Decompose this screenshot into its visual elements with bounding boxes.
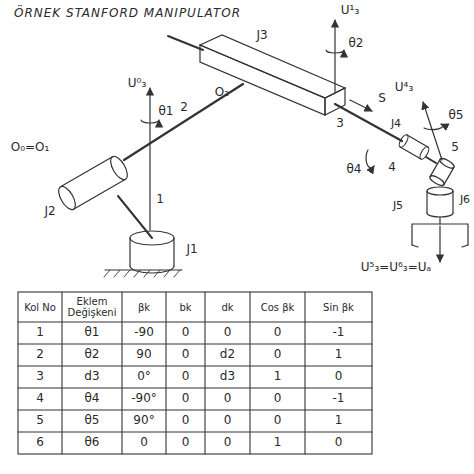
- table-cell: 0: [224, 326, 232, 339]
- figure-label: J2: [44, 205, 55, 218]
- figure-label: 4: [388, 161, 396, 174]
- figure-label: S: [378, 92, 386, 105]
- figure-label: 3: [336, 117, 344, 130]
- table-cell: -90°: [131, 392, 157, 405]
- figure-label: J4: [391, 118, 401, 130]
- figure-label: 2: [180, 101, 188, 114]
- figure-label: U⁴₃: [395, 81, 413, 94]
- figure-label: J6: [460, 194, 470, 206]
- table-cell: -90: [134, 326, 154, 339]
- table-cell: 1: [335, 414, 343, 427]
- table-cell: 2: [36, 348, 44, 361]
- figure-label: θ5: [449, 109, 464, 122]
- table-cell: θ1: [85, 326, 100, 339]
- table-cell: θ2: [85, 348, 100, 361]
- table-cell: 4: [36, 392, 44, 405]
- table-header: Sin βk: [307, 302, 370, 313]
- figure-label: 5: [451, 141, 459, 154]
- table-cell: 6: [36, 436, 44, 449]
- table-cell: 0: [182, 414, 190, 427]
- table-cell: -1: [333, 392, 345, 405]
- figure-label: θ1: [159, 105, 174, 118]
- table-cell: 0: [274, 326, 282, 339]
- table-cell: 0: [224, 414, 232, 427]
- table-cell: 1: [274, 436, 282, 449]
- figure-label: θ4: [347, 163, 362, 176]
- table-cell: 0: [274, 414, 282, 427]
- table-cell: 1: [36, 326, 44, 339]
- table-cell: 5: [36, 414, 44, 427]
- figure-label: J1: [186, 243, 197, 256]
- table-header: dk: [207, 302, 248, 313]
- figure-label: U⁵₃=U⁶₃=Uₐ: [361, 261, 431, 274]
- table-header: bk: [168, 302, 203, 313]
- table-cell: 0: [182, 436, 190, 449]
- table-header: Kol No: [20, 302, 60, 313]
- table-cell: 0: [140, 436, 148, 449]
- table-cell: 90°: [133, 414, 154, 427]
- table-cell: θ5: [85, 414, 100, 427]
- table-cell: 1: [335, 348, 343, 361]
- figure-label: J5: [393, 200, 403, 212]
- table-cell: 0°: [137, 370, 151, 383]
- figure-label: U⁰₃: [128, 77, 146, 90]
- table-cell: d3: [84, 370, 99, 383]
- table-cell: d3: [220, 370, 235, 383]
- table-cell: -1: [333, 326, 345, 339]
- title: ÖRNEK STANFORD MANIPULATOR: [14, 6, 241, 20]
- table-cell: 3: [36, 370, 44, 383]
- table-header: Cos βk: [252, 302, 303, 313]
- table-cell: 0: [224, 436, 232, 449]
- table-cell: 0: [274, 348, 282, 361]
- table-cell: 0: [224, 392, 232, 405]
- figure-label: J3: [256, 29, 267, 42]
- table-header: βk: [124, 302, 164, 313]
- figure-label: O₀=O₁: [11, 141, 50, 154]
- table-cell: 0: [182, 392, 190, 405]
- table-cell: θ6: [85, 436, 100, 449]
- table-cell: d2: [220, 348, 235, 361]
- table-cell: θ4: [85, 392, 100, 405]
- table-cell: 0: [335, 370, 343, 383]
- table-cell: 0: [182, 326, 190, 339]
- table-cell: 0: [182, 370, 190, 383]
- table-cell: 0: [274, 392, 282, 405]
- table-cell: 0: [335, 436, 343, 449]
- figure-label: θ2: [349, 37, 364, 50]
- figure-label: 1: [156, 193, 164, 206]
- figure-label: U¹₃: [341, 4, 359, 17]
- table-header: Eklem Değişkeni: [64, 296, 120, 318]
- table-cell: 0: [182, 348, 190, 361]
- figure-label: O₂: [215, 86, 229, 99]
- table-cell: 90: [136, 348, 151, 361]
- table-cell: 1: [274, 370, 282, 383]
